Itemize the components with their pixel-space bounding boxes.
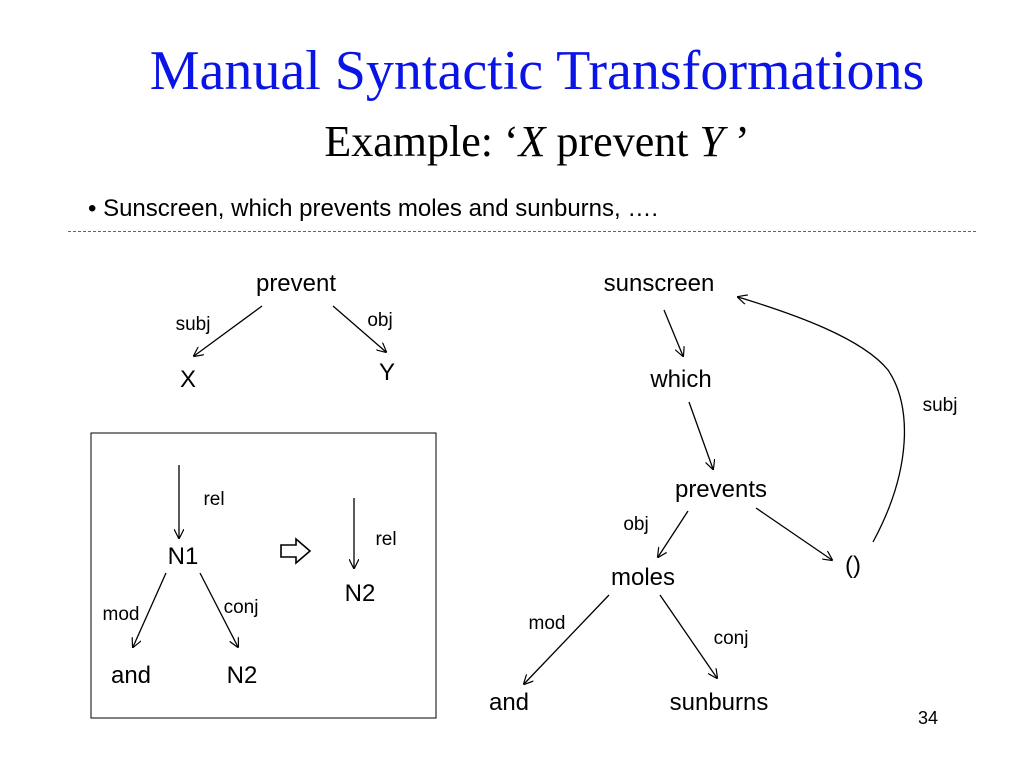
rule-conj-edge: [199, 572, 238, 647]
parse-mod-edge: [524, 594, 610, 684]
subtitle-middle: prevent: [545, 117, 700, 166]
parse-mod-label: mod: [529, 613, 566, 634]
subtitle-prefix: Example: ‘: [324, 117, 519, 166]
parse-empty-node: (): [845, 552, 861, 579]
subtitle-suffix: ’: [723, 117, 750, 166]
rule-conj-label: conj: [224, 597, 259, 618]
parse-prevents-node: prevents: [675, 476, 767, 503]
pattern-y-node: Y: [379, 359, 395, 386]
rule-mod-edge: [133, 572, 167, 647]
hollow-right-arrow-icon: [280, 537, 312, 565]
parse-sunscreen-node: sunscreen: [604, 270, 715, 297]
rule-n2-node: N2: [227, 662, 258, 689]
pattern-obj-edge: [332, 305, 386, 352]
subtitle-y: Y: [699, 117, 724, 166]
rule-box: rel N1 mod conj and N2 rel N2: [90, 432, 437, 719]
subtitle-x: X: [518, 117, 546, 166]
parse-conj-edge: [659, 594, 717, 678]
pattern-root-prevent: prevent: [256, 270, 336, 297]
rule-mod-label: mod: [103, 604, 140, 625]
parse-moles-node: moles: [611, 564, 675, 591]
page-number: 34: [917, 708, 939, 728]
example-sentence-bullet: • Sunscreen, which prevents moles and su…: [88, 195, 659, 222]
parse-which-prevents-edge: [688, 401, 713, 469]
pattern-subj-edge: [194, 305, 263, 356]
rule-and-node: and: [111, 662, 151, 689]
rule-right-n2-node: N2: [345, 580, 376, 607]
parse-obj-edge: [658, 510, 689, 557]
parse-sunscreen-which-edge: [663, 309, 683, 356]
dashed-divider: [68, 231, 976, 232]
parse-subj-label: subj: [923, 395, 958, 416]
parse-prevents-empty-edge: [755, 507, 832, 560]
slide-subtitle: Example: ‘X prevent Y ’: [0, 116, 1024, 168]
pattern-subj-label: subj: [176, 314, 211, 335]
parse-and-node: and: [489, 689, 529, 716]
rule-left-rel-label: rel: [203, 489, 224, 510]
pattern-tree: prevent subj obj X Y: [176, 270, 395, 393]
pattern-obj-label: obj: [367, 310, 392, 331]
parse-sunburns-node: sunburns: [670, 689, 769, 716]
parse-obj-label: obj: [623, 514, 648, 535]
rule-n1-node: N1: [168, 543, 199, 570]
parse-which-node: which: [649, 366, 711, 393]
pattern-x-node: X: [180, 366, 196, 393]
parse-conj-label: conj: [714, 628, 749, 649]
parse-subj-curve-edge: [738, 297, 906, 543]
rule-right-rel-label: rel: [375, 529, 396, 550]
rule-box-frame: [90, 432, 437, 719]
slide-title: Manual Syntactic Transformations: [149, 40, 925, 102]
parse-tree: sunscreen which prevents obj () subj mol…: [489, 270, 957, 716]
